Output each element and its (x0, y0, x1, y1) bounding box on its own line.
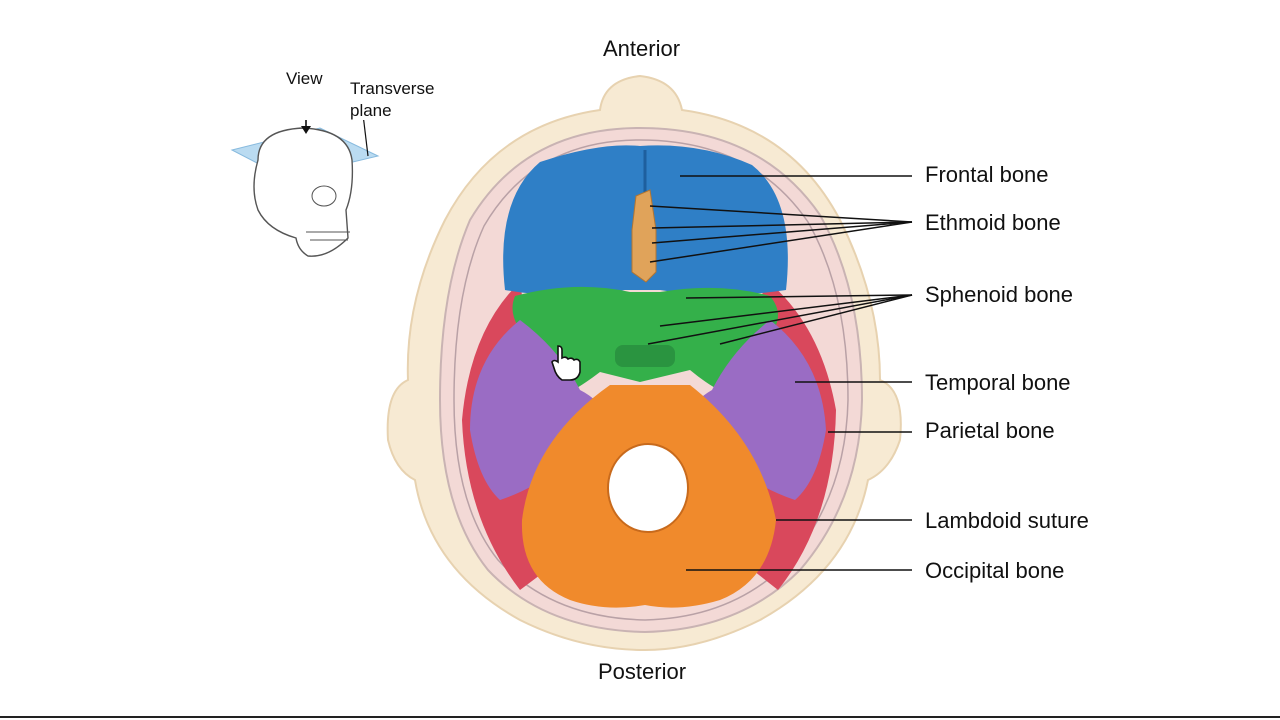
leader-lines (647, 175, 913, 571)
bottom-divider (0, 716, 1280, 718)
leader-sphenoid-1 (685, 294, 913, 299)
inset-teeth (306, 231, 350, 241)
inset-view-label: View (286, 69, 323, 88)
hand-pointer-icon (551, 345, 581, 381)
skull-inner-rim (453, 139, 849, 621)
label-sphenoid-bone: Sphenoid bone (925, 282, 1074, 307)
label-lambdoid-suture: Lambdoid suture (925, 508, 1089, 533)
inset-plane-label-line1: Transverse (350, 79, 435, 98)
inset-plane-pointer (363, 120, 369, 157)
label-frontal-bone: Frontal bone (925, 162, 1049, 187)
anterior-label: Anterior (603, 36, 681, 61)
inset-skull-outline (253, 127, 354, 257)
label-ethmoid-bone: Ethmoid bone (925, 210, 1061, 235)
label-occipital-bone: Occipital bone (925, 558, 1065, 583)
foramen-magnum (607, 443, 689, 533)
inset-arrow-head (301, 126, 311, 134)
posterior-label: Posterior (598, 659, 687, 684)
ethmoid-region (631, 189, 657, 283)
inset-plane-label-line2: plane (350, 101, 392, 120)
label-temporal-bone: Temporal bone (925, 370, 1071, 395)
leader-ethmoid-3 (651, 221, 913, 244)
inset-orbit (311, 185, 337, 207)
leader-sphenoid-3 (647, 294, 913, 345)
leader-ethmoid-1 (649, 205, 913, 223)
leader-sphenoid-2 (659, 294, 913, 327)
inset-skull-diagram (230, 120, 380, 257)
leader-sphenoid-4 (719, 294, 913, 345)
leader-ethmoid-4 (649, 221, 913, 263)
sella-turcica (615, 345, 675, 367)
leader-ethmoid-2 (651, 221, 913, 229)
label-parietal-bone: Parietal bone (925, 418, 1055, 443)
